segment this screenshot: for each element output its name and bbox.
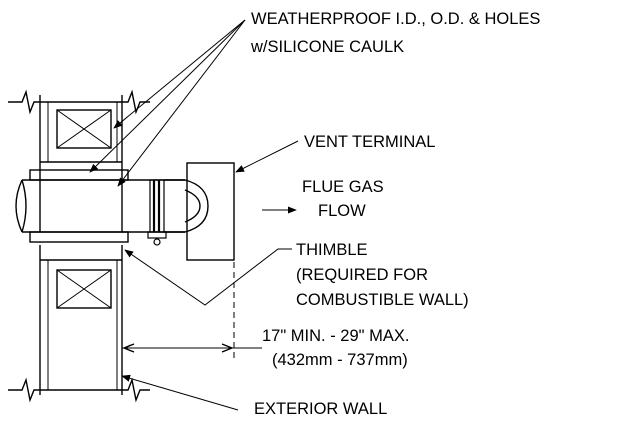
wall-break-bottom [8,377,150,403]
label-thimble-line1: THIMBLE [296,241,368,259]
labels: WEATHERPROOF I.D., O.D. & HOLES w/SILICO… [250,10,540,418]
label-flue-gas-line1: FLUE GAS [302,178,384,196]
label-flue-gas-line2: FLOW [318,202,366,220]
label-dimension-line1: 17" MIN. - 29" MAX. [262,327,409,345]
insulation-upper [56,109,112,149]
label-thimble-line2: (REQUIRED FOR [296,266,428,284]
dimension-lines [122,262,262,360]
label-exterior-wall: EXTERIOR WALL [254,400,387,418]
label-weatherproof-line2: w/SILICONE CAULK [250,38,404,56]
leader-lines [89,19,299,411]
label-thimble-line3: COMBUSTIBLE WALL) [296,291,469,309]
thimble [29,169,129,243]
clamp-band [147,179,167,246]
wall-break-top [8,89,150,115]
label-weatherproof-line1: WEATHERPROOF I.D., O.D. & HOLES [251,10,540,28]
wall-lower-section [39,245,123,395]
wall-upper-section [39,95,123,180]
insulation-lower [56,269,112,309]
label-vent-terminal: VENT TERMINAL [304,133,435,151]
vent-terminal-hood [164,162,235,261]
label-dimension-line2: (432mm - 737mm) [272,351,408,369]
